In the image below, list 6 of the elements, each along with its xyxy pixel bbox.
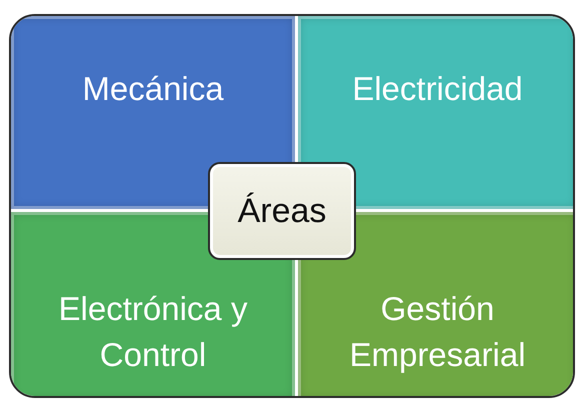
area-label: Electrónica y Control (58, 289, 248, 375)
area-label: Electricidad (352, 69, 523, 109)
area-label: Gestión Empresarial (348, 289, 527, 375)
center-label: Áreas (238, 192, 326, 230)
area-label: Mecánica (82, 69, 224, 109)
center-box (208, 162, 356, 260)
